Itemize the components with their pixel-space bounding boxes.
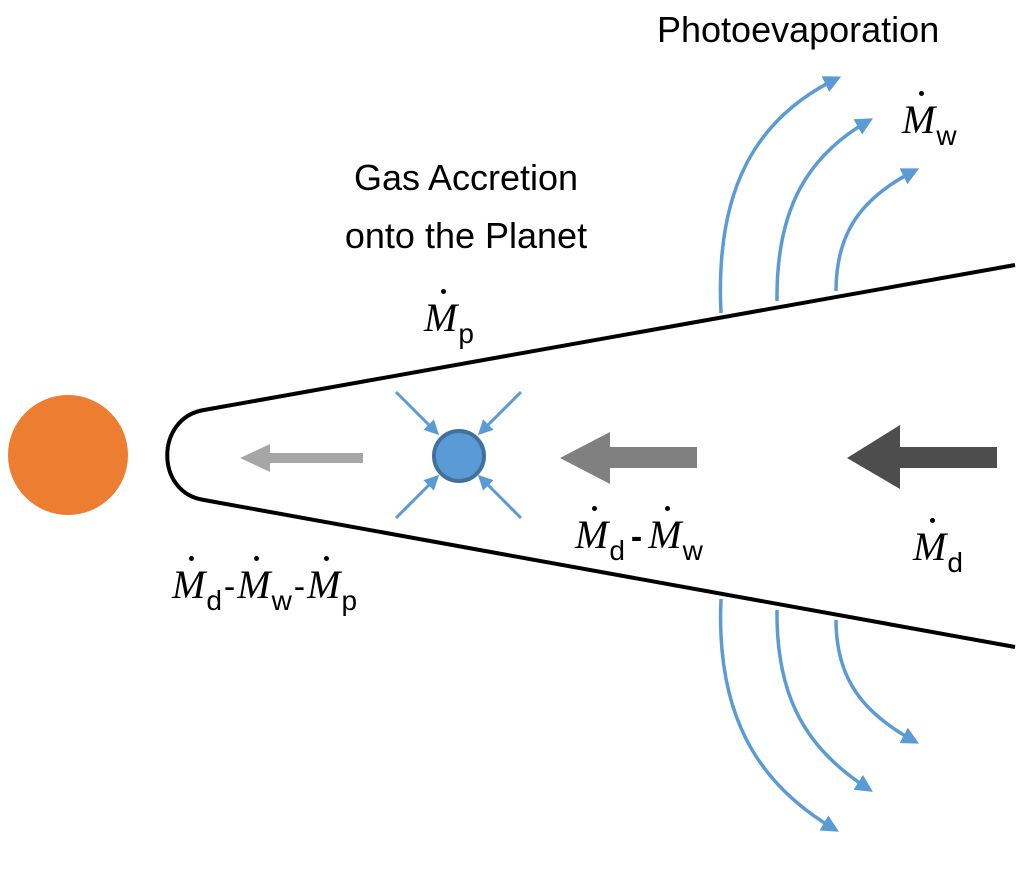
mdot-d-label: Md [913,518,963,578]
mdot-w-symbol: M [237,556,271,607]
wind-arrow-lower-inner [834,619,920,744]
wind-arrow-lower-middle [775,609,873,792]
mdot-d-symbol: M [913,518,947,569]
wind-streamlines-upper [718,76,920,314]
flow-arrow-outer [847,425,997,489]
wind-streamlines-lower [718,598,920,832]
disk-outline [165,263,1016,649]
mdot-d-minus-w-minus-p-label: Md-Mw-Mp [172,556,358,616]
mdot-d-subscript: d [947,547,963,578]
accretion-arrow-top-left [394,390,440,436]
mdot-w-symbol: M [902,91,936,142]
mdot-d-subscript: d [206,585,222,616]
flow-arrow-inner [240,444,363,472]
mdot-d-symbol: M [172,556,206,607]
accretion-label-line1: Gas Accretion [353,157,579,198]
mdot-d-symbol: M [575,506,609,557]
mdot-w-subscript: w [682,535,703,566]
wind-arrow-lower-outer [718,598,840,832]
star-circle [8,395,128,515]
mdot-d-subscript: d [609,535,625,566]
wind-arrow-upper-middle [775,118,874,302]
mdot-p-subscript: p [458,318,474,349]
flow-arrow-middle [560,432,697,484]
accretion-arrow-bottom-left [394,474,440,520]
wind-arrow-upper-outer [718,76,842,314]
mdot-p-symbol: M [307,556,341,607]
mdot-w-subscript: w [936,120,957,151]
accretion-label-line2: onto the Planet [344,215,588,256]
wind-arrow-upper-inner [834,168,920,292]
photoevaporation-title: Photoevaporation [657,9,940,50]
minus-sign: - [293,568,306,606]
mdot-p-symbol: M [424,289,458,340]
mdot-w-symbol: M [648,506,682,557]
mdot-d-minus-w-label: Md-Mw [575,506,703,566]
accretion-arrow-bottom-right [477,474,523,520]
mdot-p-subscript: p [341,585,358,616]
minus-sign: - [630,518,643,556]
mdot-w-subscript: w [271,585,292,616]
accretion-arrows [394,390,523,520]
planet-circle [432,429,486,483]
mdot-w-label: Mw [902,91,957,151]
minus-sign: - [223,568,236,606]
accretion-arrow-top-right [477,390,523,436]
mdot-p-label: Mp [424,289,474,349]
